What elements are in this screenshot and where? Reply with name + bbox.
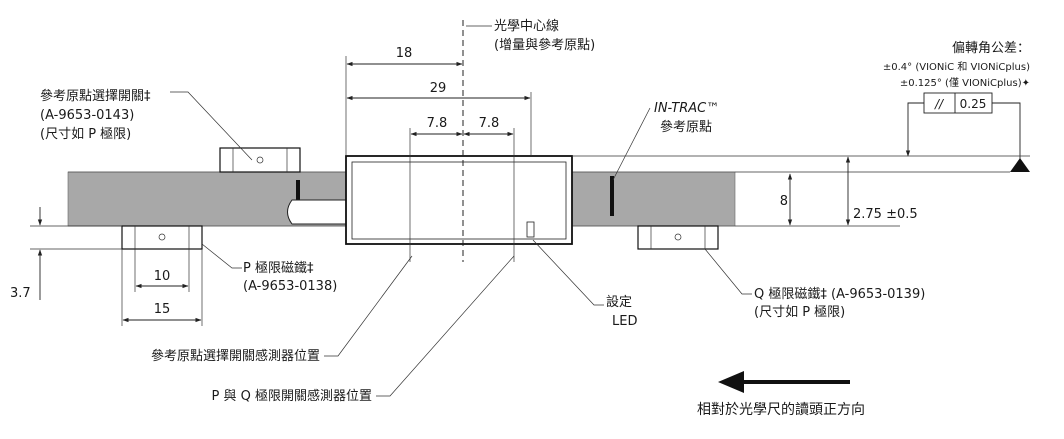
ref-switch-size: (尺寸如 P 極限) bbox=[40, 126, 131, 142]
setup-led-label-2: LED bbox=[612, 314, 637, 329]
ref-switch-part: (A-9653-0143) bbox=[40, 108, 134, 123]
dim-15: 15 bbox=[154, 302, 171, 317]
dim-18: 18 bbox=[396, 46, 413, 61]
dim-3-7: 3.7 bbox=[10, 286, 31, 301]
dim-29: 29 bbox=[430, 81, 447, 96]
dim-7-8-right: 7.8 bbox=[479, 116, 500, 131]
parallelism-symbol: // bbox=[934, 97, 945, 111]
direction-arrow-icon bbox=[718, 371, 850, 393]
intrac-label: IN-TRAC™ bbox=[654, 101, 719, 116]
ref-mark-left bbox=[296, 180, 300, 202]
setup-led bbox=[526, 221, 535, 238]
p-magnet-part: (A-9653-0138) bbox=[243, 279, 337, 294]
yaw-tolerance-2: ±0.125° (僅 VIONiCplus)✦ bbox=[900, 76, 1030, 89]
ref-switch-label: 參考原點選擇開關‡ bbox=[40, 88, 151, 104]
intrac-ref-mark bbox=[610, 176, 614, 216]
readhead-inner bbox=[351, 161, 567, 240]
optical-centre-label: 光學中心線 bbox=[494, 18, 559, 34]
p-magnet-label: P 極限磁鐵‡ bbox=[243, 260, 314, 276]
yaw-tolerance-title: 偏轉角公差： bbox=[952, 41, 1030, 56]
dim-2-75: 2.75 ±0.5 bbox=[853, 207, 918, 222]
ref-sensor-position-label: 參考原點選擇開關感測器位置 bbox=[151, 348, 320, 364]
yaw-tolerance-1: ±0.4° (VIONiC 和 VIONiCplus) bbox=[883, 61, 1030, 73]
direction-label: 相對於光學尺的讀頭正方向 bbox=[697, 402, 865, 418]
readhead-body bbox=[345, 155, 573, 245]
parallelism-tolerance-frame: // 0.25 bbox=[923, 92, 993, 114]
q-magnet-size: (尺寸如 P 極限) bbox=[754, 304, 845, 320]
parallelism-value: 0.25 bbox=[960, 97, 987, 111]
intrac-sublabel: 參考原點 bbox=[660, 120, 712, 135]
dim-8: 8 bbox=[780, 194, 788, 209]
reference-selector-magnet bbox=[219, 147, 301, 173]
dim-10: 10 bbox=[154, 269, 171, 284]
pq-sensor-position-label: P 與 Q 極限開關感測器位置 bbox=[212, 388, 372, 404]
setup-led-label: 設定 bbox=[606, 294, 632, 310]
p-limit-magnet bbox=[121, 225, 203, 250]
datum-triangle bbox=[1010, 158, 1030, 172]
q-magnet-label: Q 極限磁鐵‡ (A-9653-0139) bbox=[754, 286, 925, 302]
q-limit-magnet bbox=[637, 225, 719, 250]
optical-centre-sublabel: (增量與參考原點) bbox=[494, 38, 595, 53]
dim-7-8-left: 7.8 bbox=[427, 116, 448, 131]
cable bbox=[287, 199, 346, 225]
